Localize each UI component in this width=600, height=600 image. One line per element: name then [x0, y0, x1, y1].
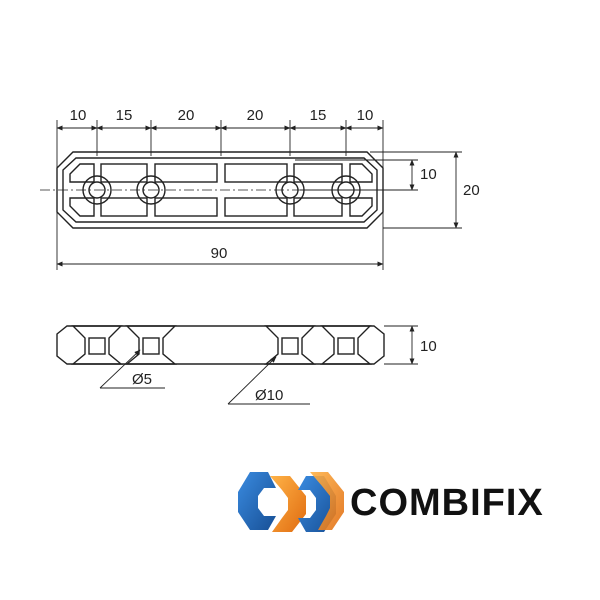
combifix-logo: COMBIFIX: [238, 472, 544, 532]
hole-leaders: [99, 349, 310, 405]
dim-label-seg-4: 20: [247, 107, 264, 124]
plate-pockets: [69, 163, 373, 217]
dim-label-small-hole: Ø5: [132, 371, 152, 388]
top-view: 10 15 20 20 15 10: [40, 107, 480, 270]
side-counterbores: [71, 325, 372, 365]
dim-label-inner-height: 10: [420, 166, 437, 183]
side-section-hatched: [56, 325, 385, 365]
dim-label-large-hole: Ø10: [255, 387, 283, 404]
plate-outline-inner: [62, 157, 378, 223]
combifix-logo-icon: [238, 472, 344, 532]
thickness-dimension: [384, 325, 418, 365]
dim-label-seg-3: 20: [178, 107, 195, 124]
side-view: 10 Ø5 Ø10: [56, 325, 437, 405]
dim-label-seg-6: 10: [357, 107, 374, 124]
dim-label-seg-5: 15: [310, 107, 327, 124]
top-extension-lines: [56, 120, 384, 168]
dim-label-overall-height: 20: [463, 182, 480, 199]
brand-name: COMBIFIX: [350, 482, 544, 524]
dim-label-thickness: 10: [420, 338, 437, 355]
dim-label-seg-2: 15: [116, 107, 133, 124]
height-dimensions: [295, 151, 462, 229]
length-dimension: [56, 212, 384, 270]
dim-label-seg-1: 10: [70, 107, 87, 124]
dim-label-overall-length: 90: [211, 245, 228, 262]
